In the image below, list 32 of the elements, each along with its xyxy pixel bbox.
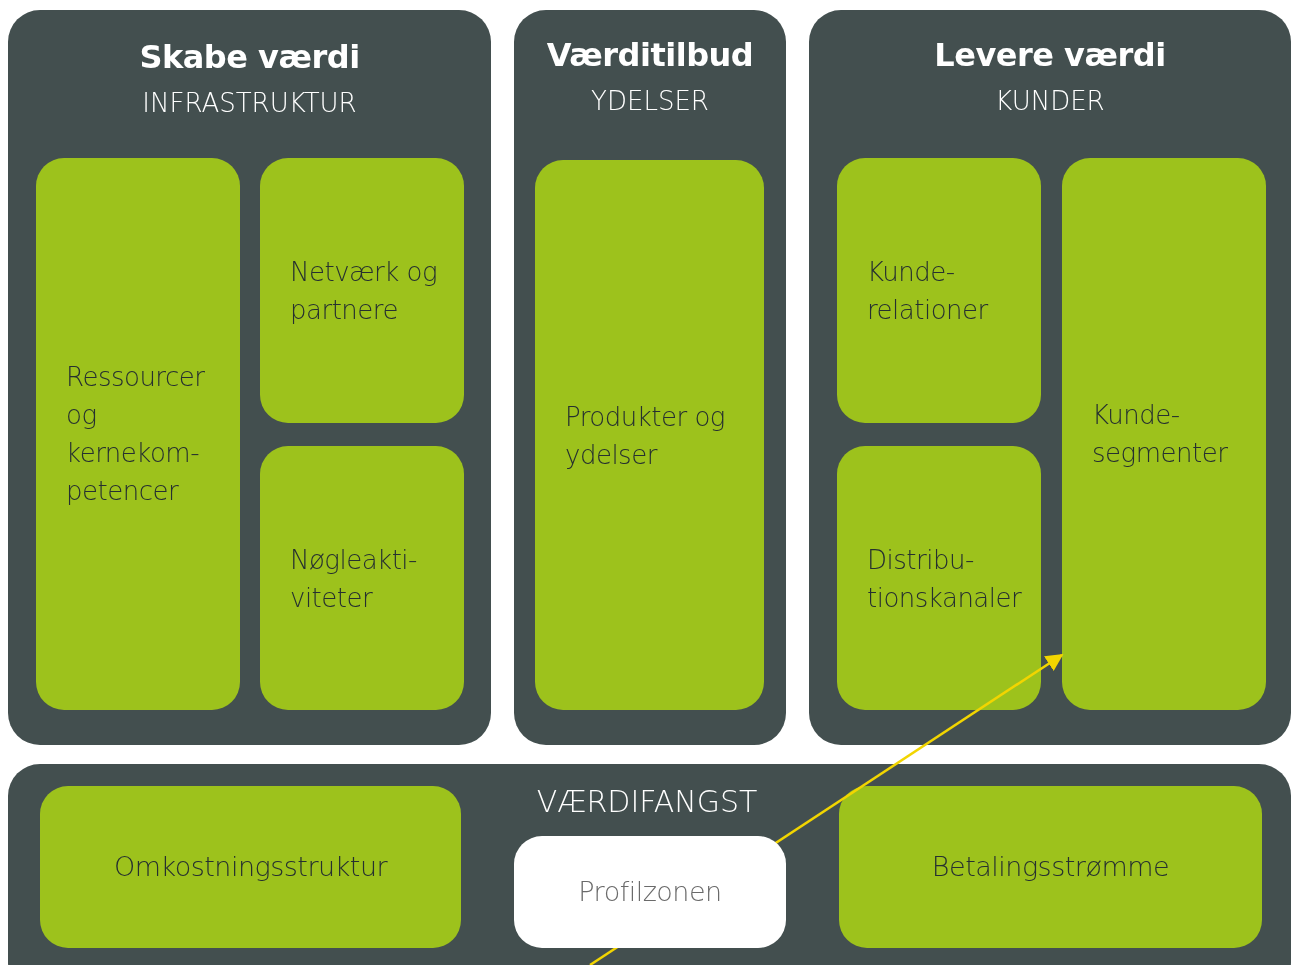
canvas-box [260, 446, 464, 710]
section-panel [514, 10, 786, 745]
section-subtitle: INFRASTRUKTUR [142, 88, 357, 118]
canvas-box [260, 158, 464, 423]
box-label: Kunde- relationer [867, 256, 990, 327]
arrow [589, 653, 1064, 965]
highlight-box [514, 836, 786, 948]
section-panel [8, 10, 491, 745]
box-label: Profilzonen [578, 875, 722, 909]
section-panel [8, 764, 1291, 965]
section-panel [809, 10, 1291, 745]
section-subtitle: KUNDER [995, 86, 1105, 116]
canvas-box [839, 786, 1262, 948]
box-label: Distribu- tionskanaler [867, 544, 1023, 615]
canvas-box [40, 786, 461, 948]
canvas-box [837, 158, 1041, 423]
box-label: Ressourcer og kernekom- petencer [66, 361, 206, 508]
canvas-box [837, 446, 1041, 710]
section-subtitle: YDELSER [591, 86, 709, 116]
canvas-box [535, 160, 764, 710]
canvas-box [36, 158, 240, 710]
section-title: Værditilbud [546, 36, 754, 74]
box-label: Nøgleakti- viteter [290, 544, 418, 615]
section-title: Levere værdi [934, 36, 1166, 74]
box-label: Omkostningsstruktur [113, 850, 388, 884]
section-title: Skabe værdi [139, 38, 360, 76]
box-label: Netværk og partnere [290, 256, 439, 327]
canvas-box [1062, 158, 1266, 710]
section-title: VÆRDIFANGST [536, 784, 758, 819]
box-label: Kunde- segmenter [1092, 399, 1229, 470]
box-label: Betalingsstrømme [931, 850, 1170, 884]
box-label: Produkter og ydelser [565, 401, 726, 472]
